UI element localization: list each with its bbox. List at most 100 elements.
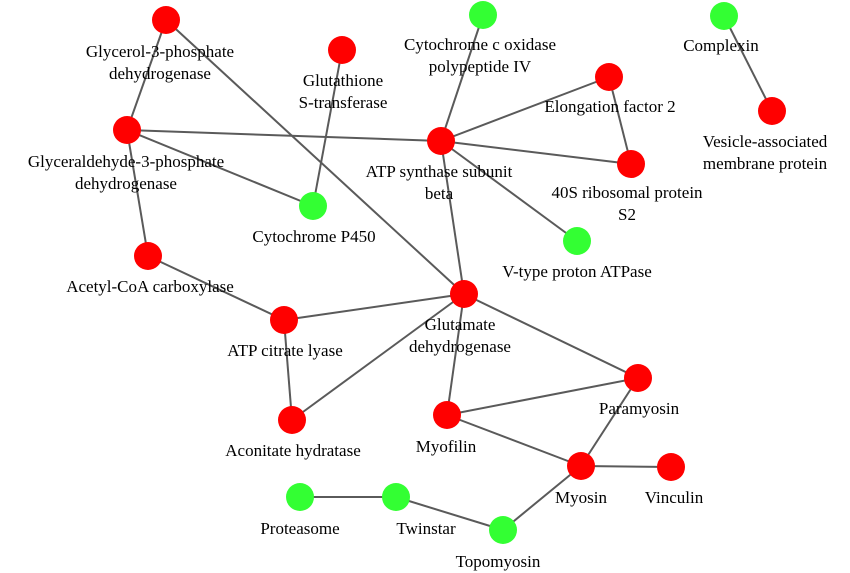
label-layer: Glycerol-3-phosphate dehydrogenase Glutath… xyxy=(28,35,828,571)
node-label-line: dehydrogenase xyxy=(75,174,177,193)
node-label-line: Cytochrome P450 xyxy=(252,227,375,246)
edge-gdh-aconitase xyxy=(291,293,465,421)
node-topomyosin[interactable] xyxy=(489,516,517,544)
edge-atpsyn-vatpase xyxy=(440,140,578,242)
node-cyp450[interactable] xyxy=(299,192,327,220)
node-label-aconitase: Aconitate hydratase xyxy=(225,441,360,460)
node-label-line: Paramyosin xyxy=(599,399,680,418)
node-label-line: Complexin xyxy=(683,36,759,55)
edge-ef2-atpsyn xyxy=(440,76,610,142)
edge-topomyosin-twinstar xyxy=(395,496,504,531)
node-label-vatpase: V-type proton ATPase xyxy=(502,262,652,281)
edge-gapdh-cyp450 xyxy=(126,129,314,207)
edge-atpsyn-rps2 xyxy=(440,140,632,165)
node-label-line: Glutamate xyxy=(425,315,496,334)
node-label-line: Glyceraldehyde-3-phosphate xyxy=(28,152,224,171)
edge-myofilin-paramyosin xyxy=(446,377,639,416)
node-label-line: Vesicle-associated xyxy=(703,132,828,151)
edge-gapdh-atpsyn xyxy=(126,129,442,142)
node-gdh[interactable] xyxy=(450,280,478,308)
edge-myosin-vinculin xyxy=(580,465,672,468)
node-gapdh[interactable] xyxy=(113,116,141,144)
node-label-line: Cytochrome c oxidase xyxy=(404,35,556,54)
node-label-line: polypeptide IV xyxy=(429,57,532,76)
node-label-accase: Acetyl-CoA carboxylase xyxy=(66,277,234,296)
node-label-line: Glutathione xyxy=(303,71,383,90)
edge-ef2-rps2 xyxy=(608,76,632,165)
edge-acly-gdh xyxy=(283,293,465,321)
node-label-line: dehydrogenase xyxy=(109,64,211,83)
node-label-ef2: Elongation factor 2 xyxy=(544,97,675,116)
edge-glycerol3p-gdh xyxy=(165,19,465,295)
node-label-line: V-type proton ATPase xyxy=(502,262,652,281)
node-label-vinculin: Vinculin xyxy=(645,488,704,507)
node-label-line: membrane protein xyxy=(703,154,828,173)
node-atpsyn[interactable] xyxy=(427,127,455,155)
node-label-vamp: Vesicle-associated membrane protein xyxy=(703,132,828,173)
node-label-glycerol3p: Glycerol-3-phosphate dehydrogenase xyxy=(86,42,234,83)
edge-atpsyn-gdh xyxy=(440,140,465,295)
node-label-line: Vinculin xyxy=(645,488,704,507)
node-label-myosin: Myosin xyxy=(555,488,607,507)
node-gst[interactable] xyxy=(328,36,356,64)
node-vatpase[interactable] xyxy=(563,227,591,255)
edge-myosin-topomyosin xyxy=(502,465,582,531)
node-label-line: Proteasome xyxy=(260,519,339,538)
node-label-line: Glycerol-3-phosphate xyxy=(86,42,234,61)
node-aconitase[interactable] xyxy=(278,406,306,434)
node-label-cyp450: Cytochrome P450 xyxy=(252,227,375,246)
node-label-line: S-transferase xyxy=(299,93,388,112)
node-vinculin[interactable] xyxy=(657,453,685,481)
node-label-gdh: Glutamate dehydrogenase xyxy=(409,315,511,356)
node-label-line: ATP synthase subunit xyxy=(366,162,513,181)
node-accase[interactable] xyxy=(134,242,162,270)
edge-glycerol3p-gapdh xyxy=(126,19,167,131)
node-label-line: S2 xyxy=(618,205,636,224)
node-glycerol3p[interactable] xyxy=(152,6,180,34)
node-complexin[interactable] xyxy=(710,2,738,30)
node-rps2[interactable] xyxy=(617,150,645,178)
node-myosin[interactable] xyxy=(567,452,595,480)
edge-gdh-myofilin xyxy=(446,293,465,416)
edge-gapdh-accase xyxy=(126,129,149,257)
node-label-line: Myofilin xyxy=(416,437,477,456)
node-label-line: beta xyxy=(425,184,454,203)
node-twinstar[interactable] xyxy=(382,483,410,511)
edge-paramyosin-myosin xyxy=(580,377,639,467)
edge-acly-aconitase xyxy=(283,319,293,421)
node-label-twinstar: Twinstar xyxy=(396,519,456,538)
node-label-topomyosin: Topomyosin xyxy=(456,552,541,571)
node-ef2[interactable] xyxy=(595,63,623,91)
node-label-paramyosin: Paramyosin xyxy=(599,399,680,418)
edge-accase-acly xyxy=(147,255,285,321)
edge-cox4-atpsyn xyxy=(440,14,484,142)
node-label-gapdh: Glyceraldehyde-3-phosphate dehydrogenase xyxy=(28,152,224,193)
node-label-proteasome: Proteasome xyxy=(260,519,339,538)
node-label-myofilin: Myofilin xyxy=(416,437,477,456)
node-label-line: Acetyl-CoA carboxylase xyxy=(66,277,234,296)
node-label-line: Topomyosin xyxy=(456,552,541,571)
edge-gdh-paramyosin xyxy=(463,293,639,379)
edge-layer xyxy=(126,14,773,531)
node-label-line: Twinstar xyxy=(396,519,456,538)
node-myofilin[interactable] xyxy=(433,401,461,429)
node-label-line: dehydrogenase xyxy=(409,337,511,356)
node-label-cox4: Cytochrome c oxidase polypeptide IV xyxy=(404,35,556,76)
node-layer xyxy=(113,1,786,544)
node-vamp[interactable] xyxy=(758,97,786,125)
node-label-line: Myosin xyxy=(555,488,607,507)
node-proteasome[interactable] xyxy=(286,483,314,511)
edge-complexin-vamp xyxy=(723,15,773,112)
node-label-line: Elongation factor 2 xyxy=(544,97,675,116)
node-cox4[interactable] xyxy=(469,1,497,29)
node-label-line: 40S ribosomal protein xyxy=(551,183,703,202)
node-label-atpsyn: ATP synthase subunit beta xyxy=(366,162,513,203)
node-label-line: Aconitate hydratase xyxy=(225,441,360,460)
node-label-complexin: Complexin xyxy=(683,36,759,55)
node-paramyosin[interactable] xyxy=(624,364,652,392)
edge-myofilin-myosin xyxy=(446,414,582,467)
node-acly[interactable] xyxy=(270,306,298,334)
